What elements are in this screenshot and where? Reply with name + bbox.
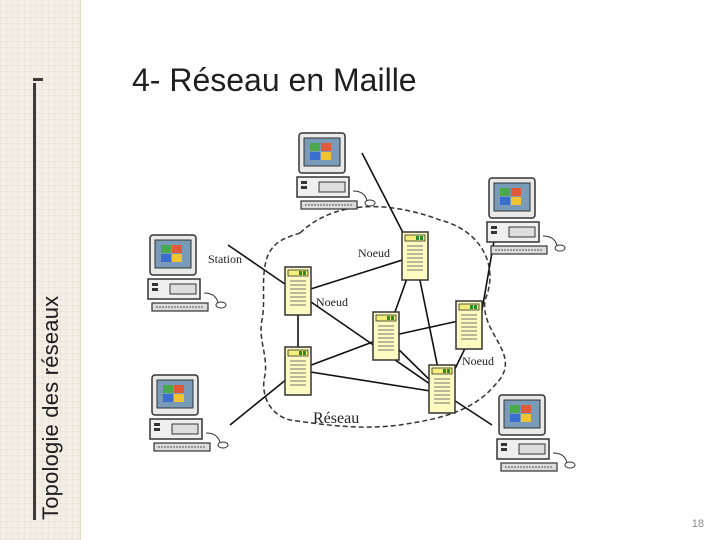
network-node (429, 365, 455, 413)
label-reseau: Réseau (313, 410, 359, 427)
slide-title: 4- Réseau en Maille (132, 62, 417, 99)
label-noeud: Noeud (358, 246, 390, 260)
station-computer (497, 395, 575, 471)
network-node (456, 301, 482, 349)
station-computer (150, 375, 228, 451)
station-computer (297, 133, 375, 209)
link (298, 370, 443, 393)
page-number: 18 (692, 518, 704, 530)
link (298, 256, 415, 293)
sidebar-accent-line (33, 83, 36, 520)
network-node (402, 232, 428, 280)
network-node (285, 347, 311, 395)
sidebar-accent-mark (33, 78, 43, 81)
station-computer (487, 178, 565, 254)
network-node (373, 312, 399, 360)
label-station: Station (208, 252, 242, 266)
vertical-section-title: Topologie des réseaux (38, 296, 64, 520)
mesh-network-diagram: Station Noeud Noeud Noeud Réseau (140, 125, 585, 475)
label-noeud: Noeud (462, 354, 494, 368)
network-node (285, 267, 311, 315)
station-computer (148, 235, 226, 311)
label-noeud: Noeud (316, 295, 348, 309)
